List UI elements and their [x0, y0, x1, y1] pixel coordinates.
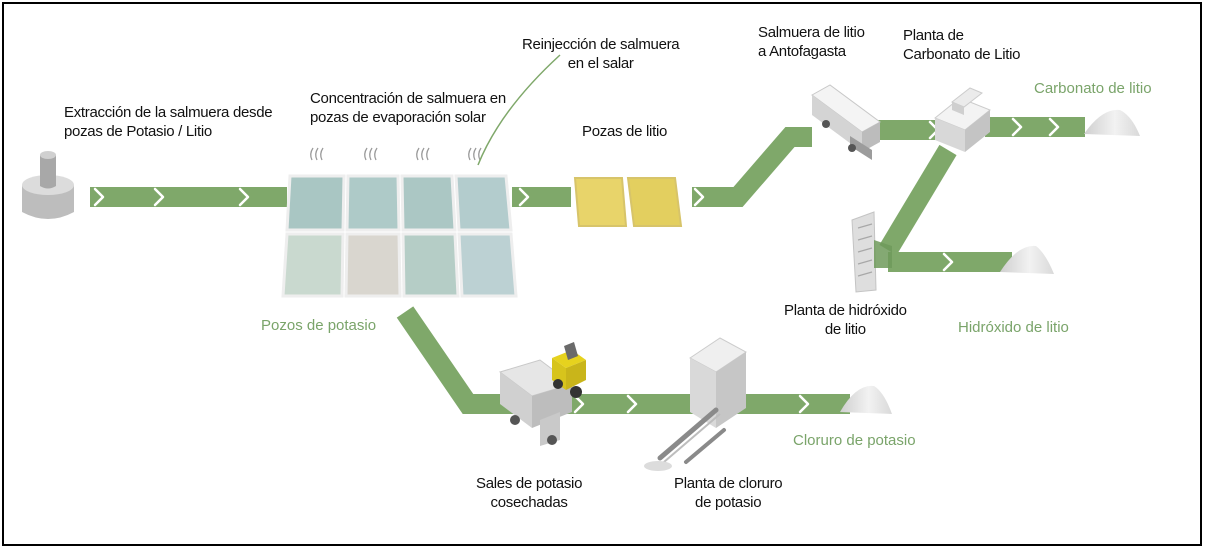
flow-bands [90, 117, 1085, 414]
front-loader-icon [552, 342, 586, 398]
lithium-ponds-label: Pozas de litio [582, 123, 668, 140]
evaporation-pond-icon [285, 174, 346, 232]
flow-band-to-transport [692, 127, 812, 207]
lithium-ponds [573, 177, 683, 227]
lithium-carbonate-product-label: Carbonato de litio [1034, 80, 1152, 97]
concentration-label: Concentración de salmuera en pozas de ev… [310, 90, 506, 126]
evaporation-pond-icon [401, 232, 460, 298]
reinjection-label: Reinjección de salmuera en el salar [522, 36, 680, 72]
factory-icon [851, 211, 892, 293]
evaporation-steam-icon [310, 147, 482, 161]
diagram-frame [2, 2, 1202, 546]
product-pile-icon [840, 385, 892, 414]
extraction-label: Extracción de la salmuera desde pozas de… [64, 104, 273, 140]
tanker-truck-icon [811, 84, 881, 160]
harvested-salts-label: Sales de potasio cosechadas [476, 475, 583, 511]
evaporation-pond-icon [281, 232, 345, 298]
lithium-hydroxide-product-label: Hidróxido de litio [958, 319, 1069, 336]
flow-band-to-hydroxide [879, 144, 957, 256]
kcl-plant-label: Planta de cloruro de potasio [674, 475, 783, 511]
product-pile-icon [1084, 109, 1140, 136]
product-pile-icon [1000, 245, 1054, 274]
evaporation-pond-icon [400, 174, 457, 232]
evaporation-pond-icon [344, 232, 402, 298]
wellhead-icon [22, 151, 74, 219]
brine-transport-label: Salmuera de litio a Antofagasta [758, 24, 865, 60]
conveyor-plant-icon [644, 337, 747, 471]
evaporation-pond-icon [454, 174, 513, 232]
potash-wells-label: Pozos de potasio [261, 317, 377, 334]
flow-chevrons [93, 117, 1060, 414]
potassium-chloride-product-label: Cloruro de potasio [793, 432, 916, 449]
dump-truck-icon [498, 359, 574, 446]
evaporation-ponds [281, 174, 518, 298]
carbonate-plant-label: Planta de Carbonato de Litio [903, 27, 1021, 63]
evaporation-pond-icon [457, 232, 518, 298]
lithium-pond-icon [626, 177, 683, 227]
factory-icon [934, 87, 991, 152]
lithium-pond-icon [573, 177, 628, 227]
evaporation-pond-icon [345, 174, 401, 232]
reinjection-line [477, 54, 561, 166]
hydroxide-plant-label: Planta de hidróxido de litio [784, 302, 907, 338]
